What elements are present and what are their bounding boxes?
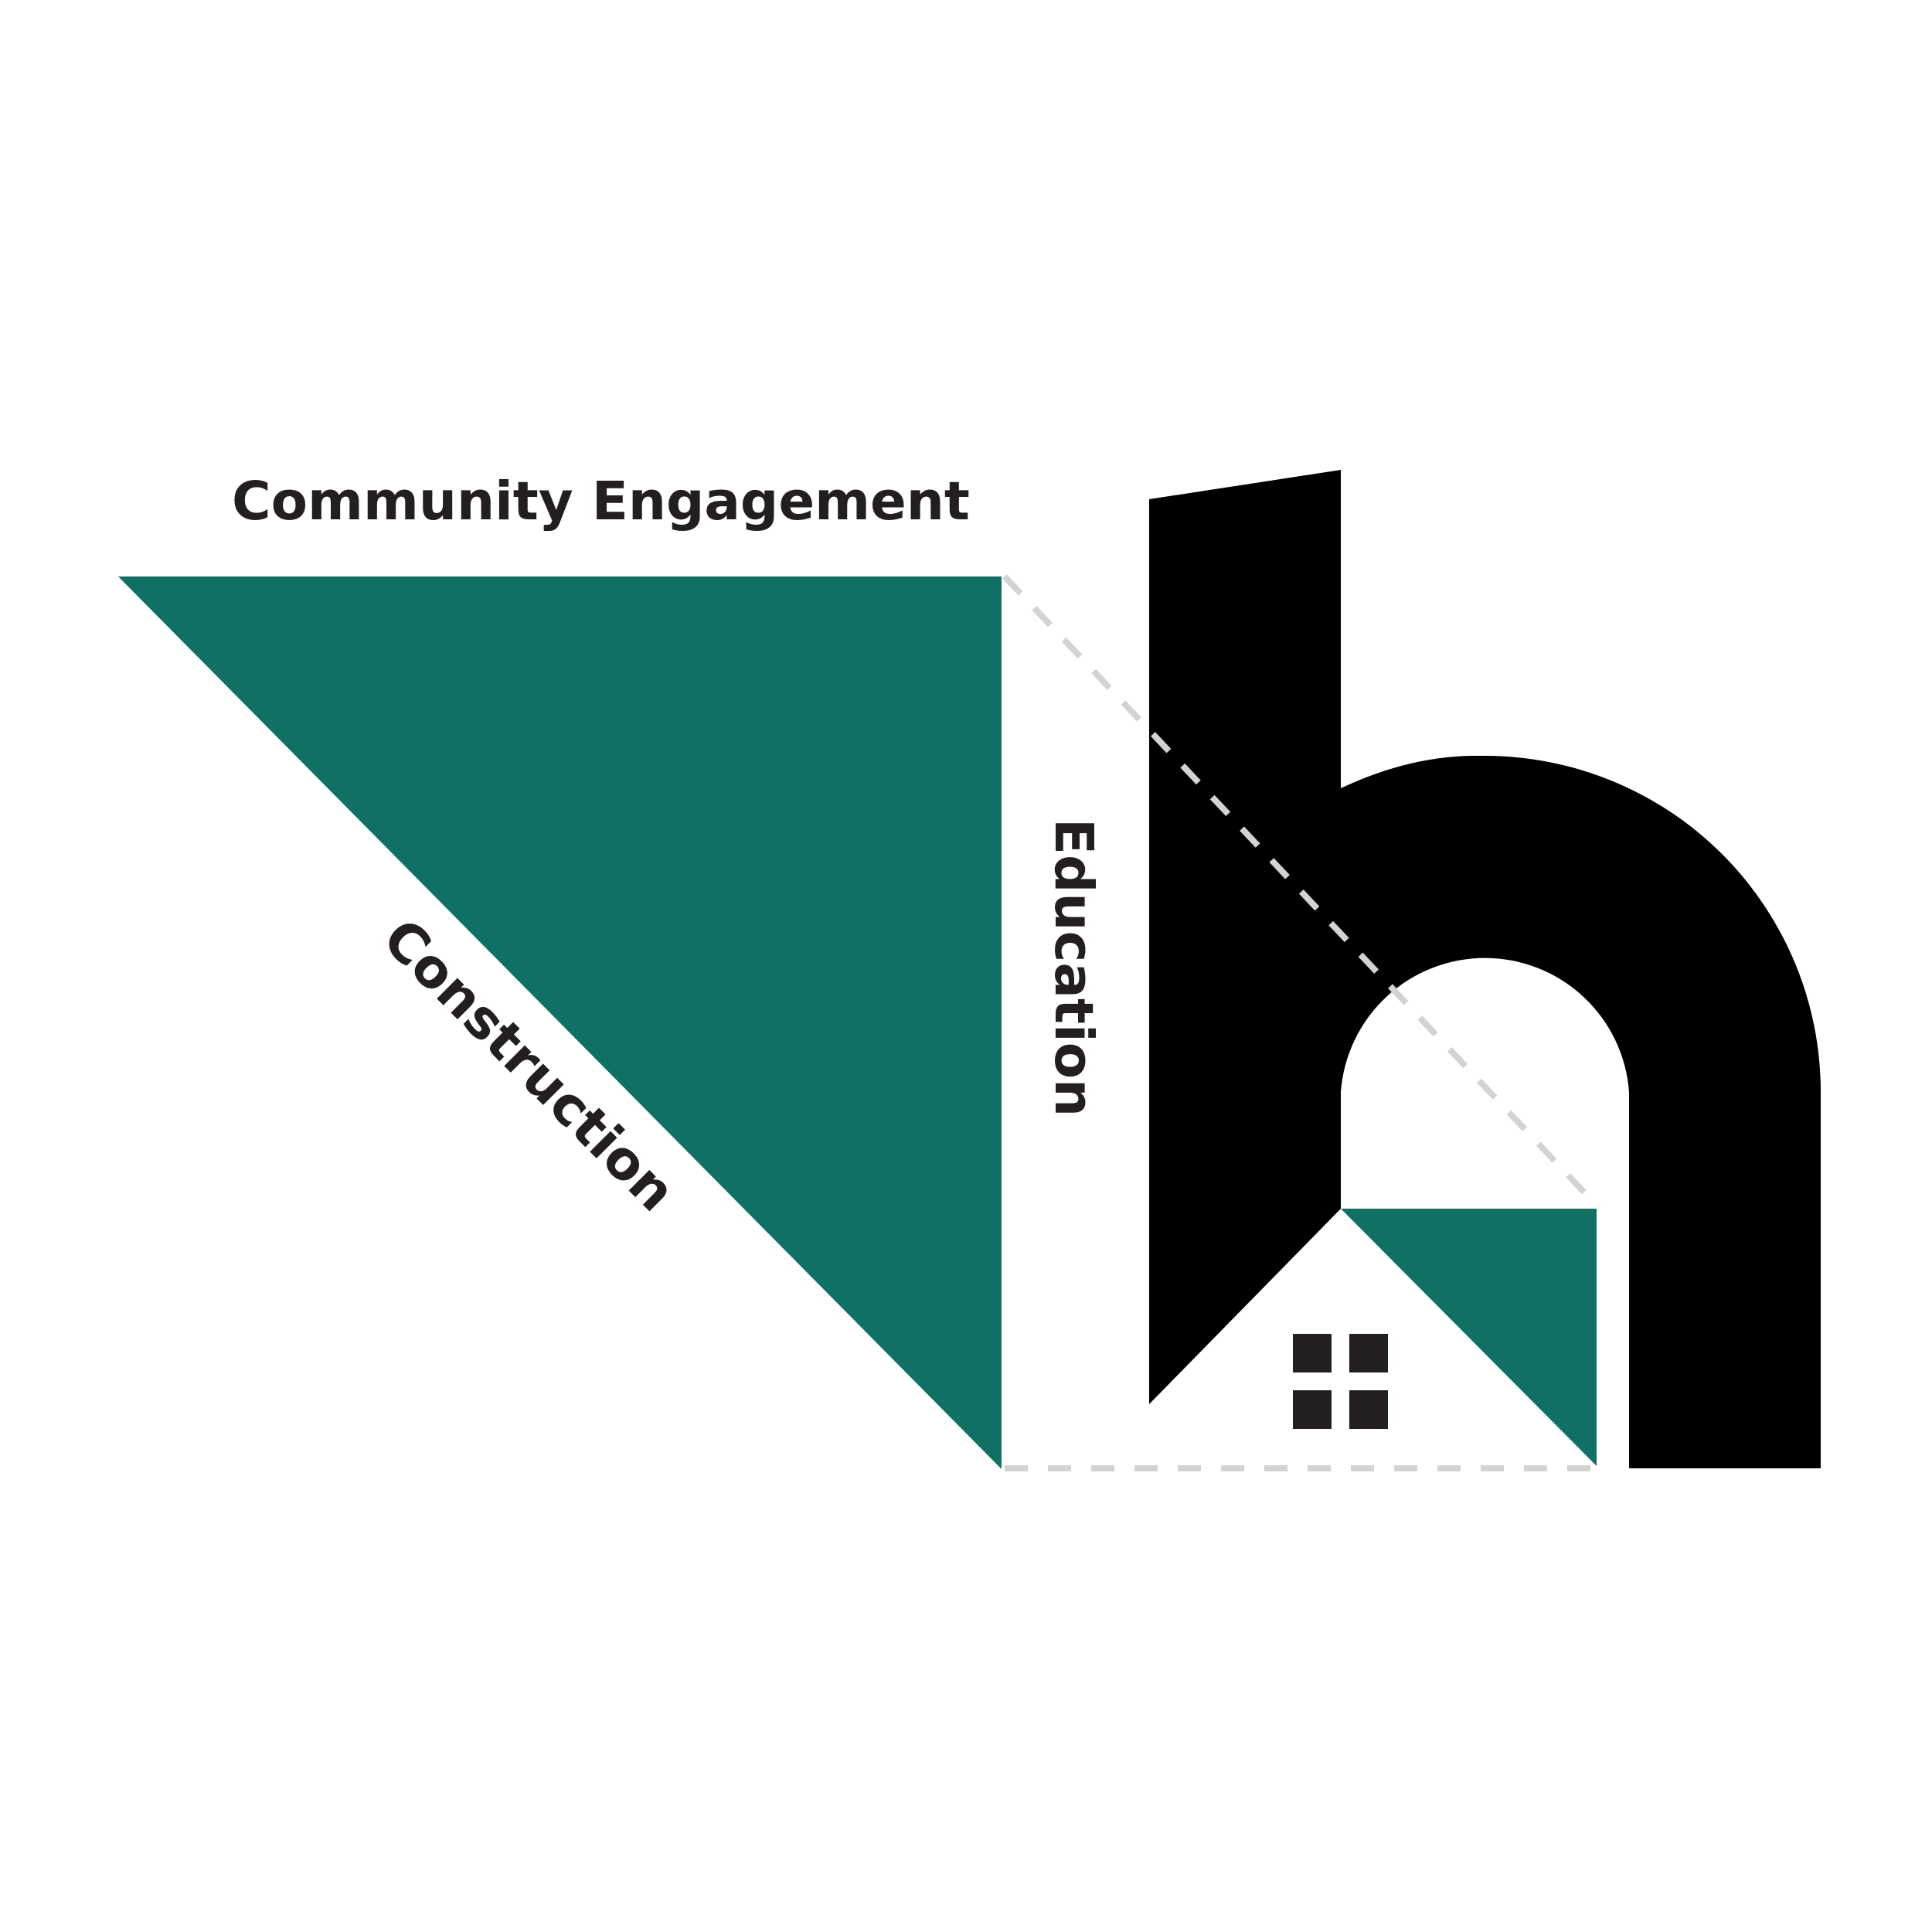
window-pane-top-left bbox=[1293, 1334, 1332, 1372]
window-pane-bottom-left bbox=[1293, 1390, 1332, 1429]
green-triangle bbox=[118, 577, 1002, 1469]
label-community-engagement: Community Engagement bbox=[232, 471, 970, 532]
dashed-guide-diagonal bbox=[1002, 574, 1600, 1209]
window-pane-top-right bbox=[1349, 1334, 1388, 1372]
house-windows-icon bbox=[1293, 1334, 1388, 1429]
roof-green-triangle bbox=[1341, 1209, 1597, 1466]
window-pane-bottom-right bbox=[1349, 1390, 1388, 1429]
label-education: Education bbox=[1043, 818, 1104, 1117]
letter-h-shape bbox=[1149, 470, 1821, 1468]
